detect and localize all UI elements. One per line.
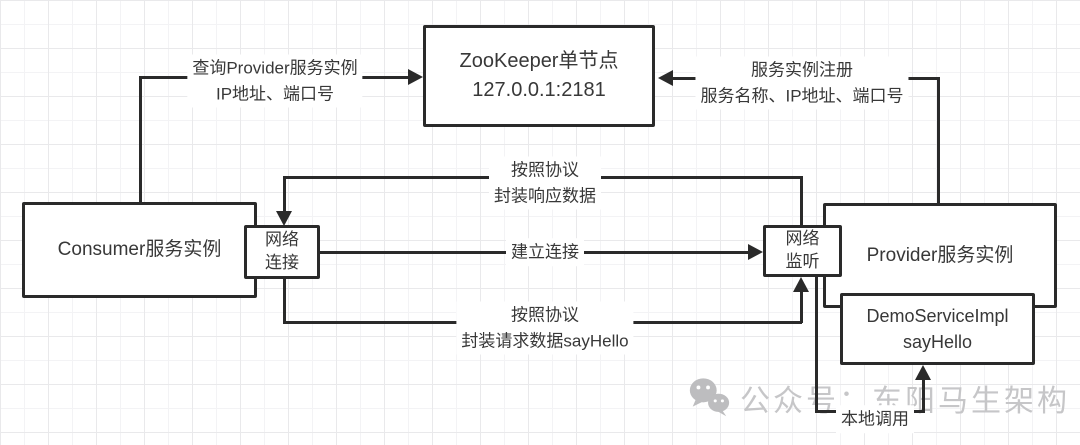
edge-label-line: 查询Provider服务实例 <box>192 58 358 78</box>
network-connection-label: 连接 <box>265 253 299 272</box>
edge-request-segment <box>800 290 803 323</box>
arrowhead-up-icon <box>793 277 809 292</box>
zookeeper-address: 127.0.0.1:2181 <box>472 79 606 101</box>
arrowhead-right-icon <box>408 69 423 85</box>
edge-label-response: 按照协议 封装响应数据 <box>489 156 601 210</box>
zookeeper-node-box: ZooKeeper单节点 127.0.0.1:2181 <box>423 25 655 127</box>
edge-label-connect: 建立连接 <box>506 238 584 266</box>
edge-label-line: 封装响应数据 <box>494 186 596 205</box>
edge-label-request: 按照协议 封装请求数据sayHello <box>456 301 634 355</box>
edge-local-call-segment <box>922 377 925 413</box>
wechat-icon <box>689 378 730 417</box>
demo-service-method: sayHello <box>902 332 973 352</box>
edge-label-line: IP地址、端口号 <box>215 84 335 103</box>
edge-label-query-provider: 查询Provider服务实例 IP地址、端口号 <box>187 54 363 108</box>
arrowhead-right-icon <box>748 244 763 260</box>
edge-response-segment <box>283 176 286 212</box>
arrowhead-down-icon <box>276 211 292 226</box>
edge-label-line: 服务名称、IP地址、端口号 <box>700 86 904 105</box>
network-connection-box: 网络 连接 <box>244 225 320 279</box>
edge-label-line: 按照协议 <box>511 160 579 180</box>
edge-label-line: 封装请求数据sayHello <box>461 331 629 350</box>
edge-local-call-segment <box>815 277 818 413</box>
edge-label-local-call: 本地调用 <box>836 405 914 433</box>
network-listener-label: 网络 <box>785 229 820 249</box>
provider-label: Provider服务实例 <box>866 244 1014 266</box>
network-listener-label: 监听 <box>785 252 820 271</box>
consumer-label: Consumer服务实例 <box>57 239 222 261</box>
demo-service-impl-box: DemoServiceImpl sayHello <box>840 293 1035 365</box>
edge-query-provider-segment <box>139 77 142 203</box>
edge-request-segment <box>283 279 286 324</box>
edge-label-line: 建立连接 <box>511 242 579 262</box>
zookeeper-title: ZooKeeper单节点 <box>459 50 619 72</box>
edge-label-register: 服务实例注册 服务名称、IP地址、端口号 <box>695 56 909 110</box>
network-connection-label: 网络 <box>265 230 299 250</box>
network-listener-box: 网络 监听 <box>763 225 842 277</box>
edge-register-segment <box>937 77 940 204</box>
edge-label-line: 本地调用 <box>841 409 909 429</box>
demo-service-class: DemoServiceImpl <box>866 305 1009 326</box>
edge-label-line: 按照协议 <box>510 305 579 325</box>
edge-response-segment <box>800 176 803 226</box>
consumer-node-box: Consumer服务实例 <box>22 202 257 298</box>
arrowhead-left-icon <box>658 70 673 86</box>
edge-label-line: 服务实例注册 <box>751 60 853 80</box>
provider-node-box: Provider服务实例 <box>823 203 1057 308</box>
arrowhead-up-icon <box>915 365 931 380</box>
